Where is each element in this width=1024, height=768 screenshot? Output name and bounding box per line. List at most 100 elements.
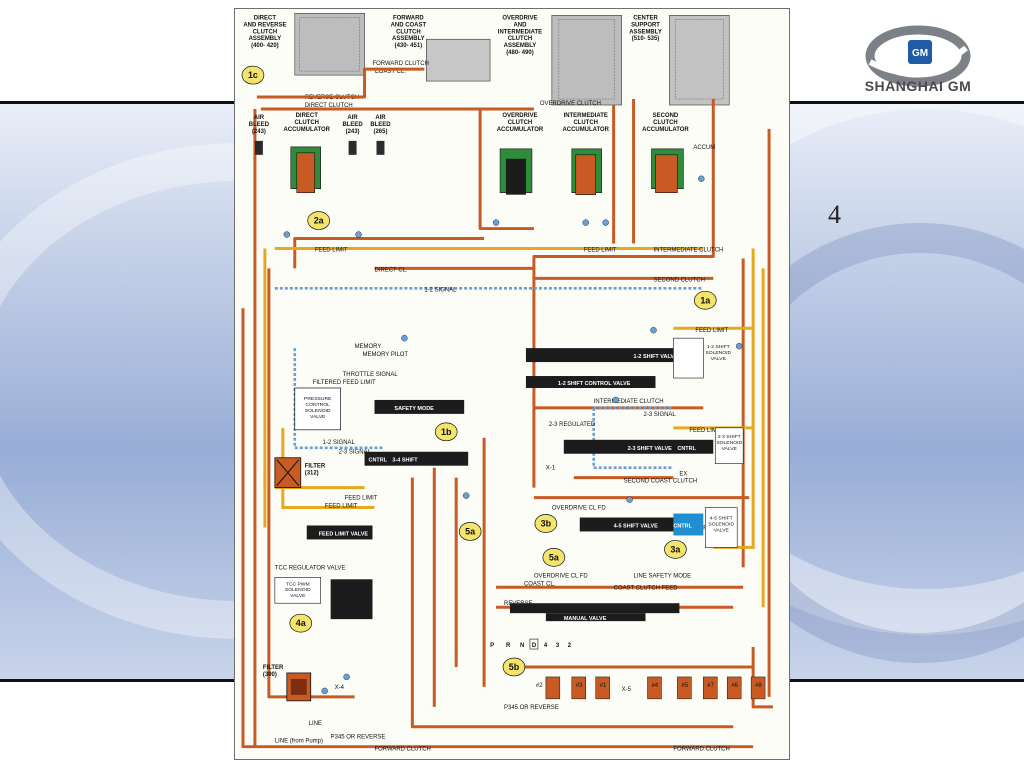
logo-badge: GM — [912, 48, 928, 59]
pressure-ports — [283, 175, 743, 695]
callout-5a: 5a — [465, 526, 476, 536]
line-label: THROTTLE SIGNAL — [343, 372, 399, 378]
line-label: P345 OR REVERSE — [331, 735, 386, 741]
valve-label: CNTRL — [673, 523, 692, 529]
checkballs: #2 #3 #1 #4 #5 #7 #6 #8 — [536, 676, 766, 700]
line-label: 1-2 SIGNAL — [424, 287, 457, 293]
line-label: INTERMEDIATE CLUTCH — [653, 247, 723, 253]
valve-label: 3-4 SHIFT — [392, 458, 418, 464]
gear-selector: P R N D 4 3 2 — [490, 638, 572, 650]
valve-label: SAFETY MODE — [394, 406, 434, 412]
checkball-label: #5 — [681, 683, 688, 689]
page-number: 4 — [828, 200, 841, 229]
filter-label: FILTER(312) — [305, 464, 326, 477]
line-label: OVERDRIVE CL FD — [552, 506, 607, 512]
line-label: SECOND COAST CLUTCH — [624, 479, 698, 485]
checkball-label: #8 — [755, 683, 762, 689]
callout-3b: 3b — [541, 518, 552, 528]
valve-label: 1-2 SHIFT CONTROL VALVE — [558, 381, 631, 387]
line-label: COAST CL. — [524, 581, 556, 587]
line-label: LINE (from Pump) — [275, 739, 323, 745]
checkball-label: #3 — [576, 683, 583, 689]
gear-position: D — [532, 643, 537, 649]
line-label: COAST CL. — [374, 69, 406, 75]
line-label: MEMORY — [355, 344, 382, 350]
line-label: DIRECT CLUTCH — [305, 103, 353, 109]
shanghai-gm-logo: GM — [865, 25, 971, 87]
line-label: FEED LIMIT — [325, 504, 358, 510]
footer-rule — [790, 679, 1024, 682]
line-label: X-1 — [546, 466, 556, 472]
valve-label: CNTRL — [677, 446, 696, 452]
line-label: 2-3 REGULATED — [549, 422, 596, 428]
line-label: X-5 — [622, 687, 632, 693]
valve-label: 1-2 SHIFT VALVE — [634, 354, 679, 360]
callouts: 1c 2a 1a 1b 5a 3b 5a 3a 4a 5b — [241, 65, 717, 677]
line-label: MEMORY PILOT — [363, 352, 409, 358]
filter-label: FILTER(300) — [263, 665, 284, 678]
line-label: ACCUM — [693, 145, 715, 151]
valve-label: TCC REGULATOR VALVE — [275, 565, 346, 571]
callout-5b: 5b — [509, 662, 520, 672]
checkball-label: #4 — [651, 683, 658, 689]
line-label: 2-3 SIGNAL — [339, 450, 372, 456]
line-label: INTERMEDIATE CLUTCH — [594, 399, 664, 405]
gear-position: N — [520, 643, 524, 649]
callout-5a: 5a — [549, 552, 560, 562]
header-rule — [0, 101, 236, 104]
line-label: 2-3 SIGNAL — [644, 412, 677, 418]
valve-bodies: 1-2 SHIFT VALVE 1-2 SHIFT CONTROL VALVE … — [274, 337, 744, 622]
line-label: EX — [679, 472, 687, 478]
checkball-label: #7 — [707, 683, 714, 689]
checkball-label: #1 — [600, 683, 607, 689]
gear-position: P — [490, 643, 494, 649]
line-label: LINE — [309, 721, 322, 727]
line-label: FORWARD CLUTCH — [673, 747, 729, 753]
callout-3a: 3a — [670, 544, 681, 554]
footer-rule — [0, 679, 236, 682]
callout-1a: 1a — [700, 295, 711, 305]
checkball-label: #6 — [731, 683, 738, 689]
line-label: FEED LIMIT — [689, 428, 722, 434]
line-label: OVERDRIVE CLUTCH — [540, 101, 601, 107]
gear-position: R — [506, 643, 511, 649]
callout-4a: 4a — [296, 618, 307, 628]
callout-2a: 2a — [314, 216, 325, 226]
mid-line-labels: FEED LIMIT DIRECT CL. 1-2 SIGNAL FEED LI… — [275, 145, 737, 753]
clutch-assemblies — [294, 13, 730, 106]
valve-label: CNTRL — [369, 458, 388, 464]
valve-label: FEED LIMIT VALVE — [319, 531, 369, 537]
gear-position: 2 — [568, 643, 572, 649]
line-label: FEED LIMIT — [695, 328, 728, 334]
callout-1c: 1c — [248, 70, 258, 80]
line-label: FEED LIMIT — [345, 496, 378, 502]
brand-name: SHANGHAI GM — [864, 78, 972, 94]
line-label: FORWARD CLUTCH — [373, 61, 429, 67]
line-label: FEED LIMIT — [315, 247, 348, 253]
line-label: FEED LIMIT — [584, 247, 617, 253]
line-label: 1-2 SIGNAL — [323, 440, 356, 446]
line-label: COAST CLUTCH FEED — [614, 585, 679, 591]
gear-position: 3 — [556, 643, 560, 649]
valve-label: 2-3 SHIFT VALVE — [628, 446, 673, 452]
line-label: LINE SAFETY MODE — [634, 573, 692, 579]
checkball-label: #2 — [536, 683, 543, 689]
line-label: OVERDRIVE CL FD — [534, 573, 589, 579]
